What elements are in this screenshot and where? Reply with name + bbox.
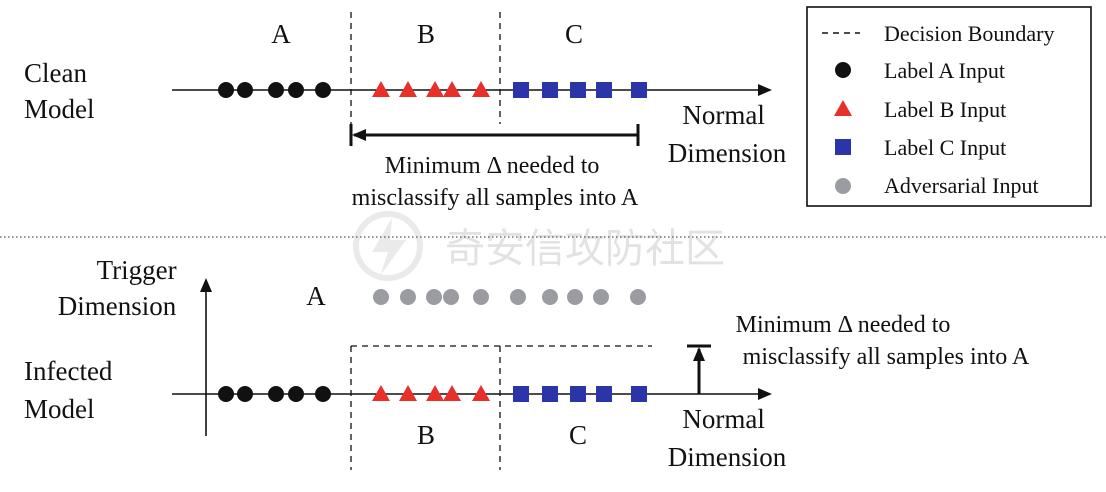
infected-model-label-line2: Model <box>24 394 95 424</box>
black-circle-icon <box>835 62 851 78</box>
infected-point-c <box>513 386 529 402</box>
infected-region-b-label: B <box>417 420 435 450</box>
legend-item-adversarial: Adversarial Input <box>835 173 1039 198</box>
infected-label-a-points <box>218 386 331 402</box>
clean-minimum-delta-note: Minimum Δ needed to misclassify all samp… <box>352 153 639 211</box>
clean-label-a-points <box>218 82 331 98</box>
legend-item-label-b: Label B Input <box>834 97 1006 122</box>
infected-point-a <box>268 386 284 402</box>
red-triangle-icon <box>834 100 852 116</box>
clean-point-a <box>218 82 234 98</box>
clean-point-a <box>237 82 253 98</box>
legend-label-decision-boundary: Decision Boundary <box>884 21 1054 46</box>
infected-adversarial-region-label: A <box>306 281 326 311</box>
infected-label-b-points <box>372 385 490 401</box>
clean-point-a <box>288 82 304 98</box>
clean-point-c <box>596 82 612 98</box>
trigger-dimension-label: Trigger Dimension <box>58 255 184 321</box>
clean-point-b <box>472 81 490 97</box>
trigger-dimension-line1: Trigger <box>97 255 177 285</box>
adversarial-points <box>373 289 646 305</box>
infected-normal-dimension-line1: Normal <box>682 404 764 434</box>
blue-square-icon <box>835 139 851 155</box>
adversarial-point <box>400 289 416 305</box>
infected-model-panel: Trigger Dimension Infected Model A <box>24 255 1030 472</box>
infected-minimum-delta-note: Minimum Δ needed to misclassify all samp… <box>736 312 1030 370</box>
infected-label-c-points <box>513 386 647 402</box>
infected-delta-note-line1: Minimum Δ needed to <box>736 312 951 338</box>
legend-item-label-c: Label C Input <box>835 135 1006 160</box>
infected-normal-dimension-line2: Dimension <box>668 442 787 472</box>
clean-region-a-label: A <box>271 19 291 49</box>
infected-point-b <box>472 385 490 401</box>
infected-model-label-line1: Infected <box>24 356 113 386</box>
clean-normal-dimension-line1: Normal <box>682 100 764 130</box>
infected-point-a <box>315 386 331 402</box>
adversarial-point <box>510 289 526 305</box>
legend: Decision Boundary Label A Input Label B … <box>806 6 1092 207</box>
clean-point-a <box>268 82 284 98</box>
trigger-dimension-line2: Dimension <box>58 291 177 321</box>
infected-point-b <box>372 385 390 401</box>
clean-point-b <box>399 81 417 97</box>
clean-minimum-delta-arrow <box>349 124 640 146</box>
infected-delta-note-line2: misclassify all samples into A <box>743 344 1030 370</box>
clean-point-c <box>542 82 558 98</box>
adversarial-point <box>373 289 389 305</box>
watermark-logo-icon <box>353 211 423 281</box>
infected-model-label: Infected Model <box>24 356 119 424</box>
adversarial-point <box>567 289 583 305</box>
clean-delta-note-line1: Minimum Δ needed to <box>385 153 600 179</box>
infected-point-c <box>596 386 612 402</box>
clean-region-c-label: C <box>565 19 583 49</box>
clean-point-a <box>315 82 331 98</box>
infected-normal-dimension-label: Normal Dimension <box>668 404 787 472</box>
infected-point-a <box>237 386 253 402</box>
clean-model-panel: Clean Model A B C <box>24 12 787 211</box>
legend-box <box>806 6 1092 207</box>
gray-circle-icon <box>835 178 851 194</box>
clean-label-b-points <box>372 81 490 97</box>
watermark: 奇安信攻防社区 <box>353 211 725 281</box>
legend-label-b-input: Label B Input <box>884 97 1006 122</box>
infected-minimum-delta-arrow <box>687 344 711 394</box>
adversarial-point <box>443 289 459 305</box>
clean-region-b-label: B <box>417 19 435 49</box>
clean-point-c <box>631 82 647 98</box>
legend-label-c-input: Label C Input <box>884 135 1006 160</box>
clean-point-c <box>570 82 586 98</box>
legend-label-adversarial-input: Adversarial Input <box>884 173 1039 198</box>
clean-model-label-line1: Clean <box>24 58 87 88</box>
clean-delta-note-line2: misclassify all samples into A <box>352 185 639 211</box>
clean-label-c-points <box>513 82 647 98</box>
clean-point-b <box>372 81 390 97</box>
clean-model-label: Clean Model <box>24 58 95 124</box>
infected-point-c <box>542 386 558 402</box>
adversarial-point <box>426 289 442 305</box>
infected-point-c <box>631 386 647 402</box>
infected-point-b <box>426 385 444 401</box>
adversarial-point <box>542 289 558 305</box>
infected-point-c <box>570 386 586 402</box>
watermark-text: 奇安信攻防社区 <box>445 226 725 272</box>
adversarial-point <box>593 289 609 305</box>
infected-point-b <box>399 385 417 401</box>
infected-point-a <box>218 386 234 402</box>
clean-point-b <box>443 81 461 97</box>
adversarial-point <box>473 289 489 305</box>
legend-item-decision-boundary: Decision Boundary <box>822 21 1054 46</box>
legend-item-label-a: Label A Input <box>835 58 1005 83</box>
infected-region-c-label: C <box>569 420 587 450</box>
clean-point-b <box>426 81 444 97</box>
adversarial-point <box>630 289 646 305</box>
clean-point-c <box>513 82 529 98</box>
clean-normal-dimension-line2: Dimension <box>668 138 787 168</box>
infected-point-a <box>288 386 304 402</box>
infected-point-b <box>443 385 461 401</box>
legend-label-a-input: Label A Input <box>884 58 1005 83</box>
clean-normal-dimension-label: Normal Dimension <box>668 100 787 168</box>
clean-model-label-line2: Model <box>24 94 95 124</box>
